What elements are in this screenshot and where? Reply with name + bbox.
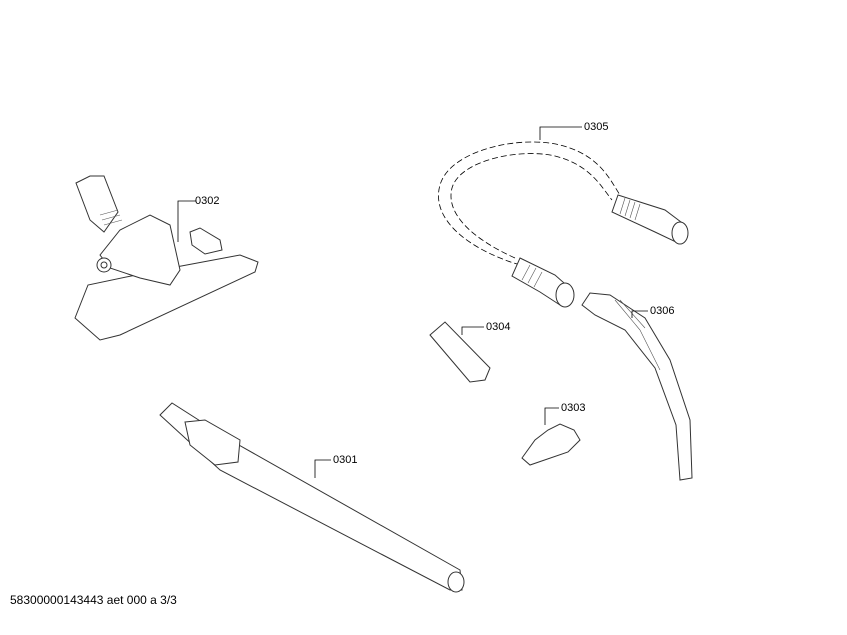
- part-0304-crevice-tool[interactable]: [429, 321, 491, 383]
- part-0305-hose[interactable]: [438, 126, 689, 308]
- label-0302: 0302: [195, 195, 220, 207]
- part-0303-upholstery-nozzle[interactable]: [521, 407, 581, 466]
- label-0301: 0301: [333, 454, 358, 466]
- part-0306-handle[interactable]: [581, 292, 693, 481]
- label-0304: 0304: [486, 321, 511, 333]
- label-0305: 0305: [584, 121, 609, 133]
- label-0306: 0306: [650, 305, 675, 317]
- part-0301-tube[interactable]: [159, 402, 465, 593]
- drawing-reference: 58300000143443 aet 000 a 3/3: [10, 593, 177, 607]
- label-0303: 0303: [561, 402, 586, 414]
- part-0302-floor-nozzle[interactable]: [74, 175, 259, 341]
